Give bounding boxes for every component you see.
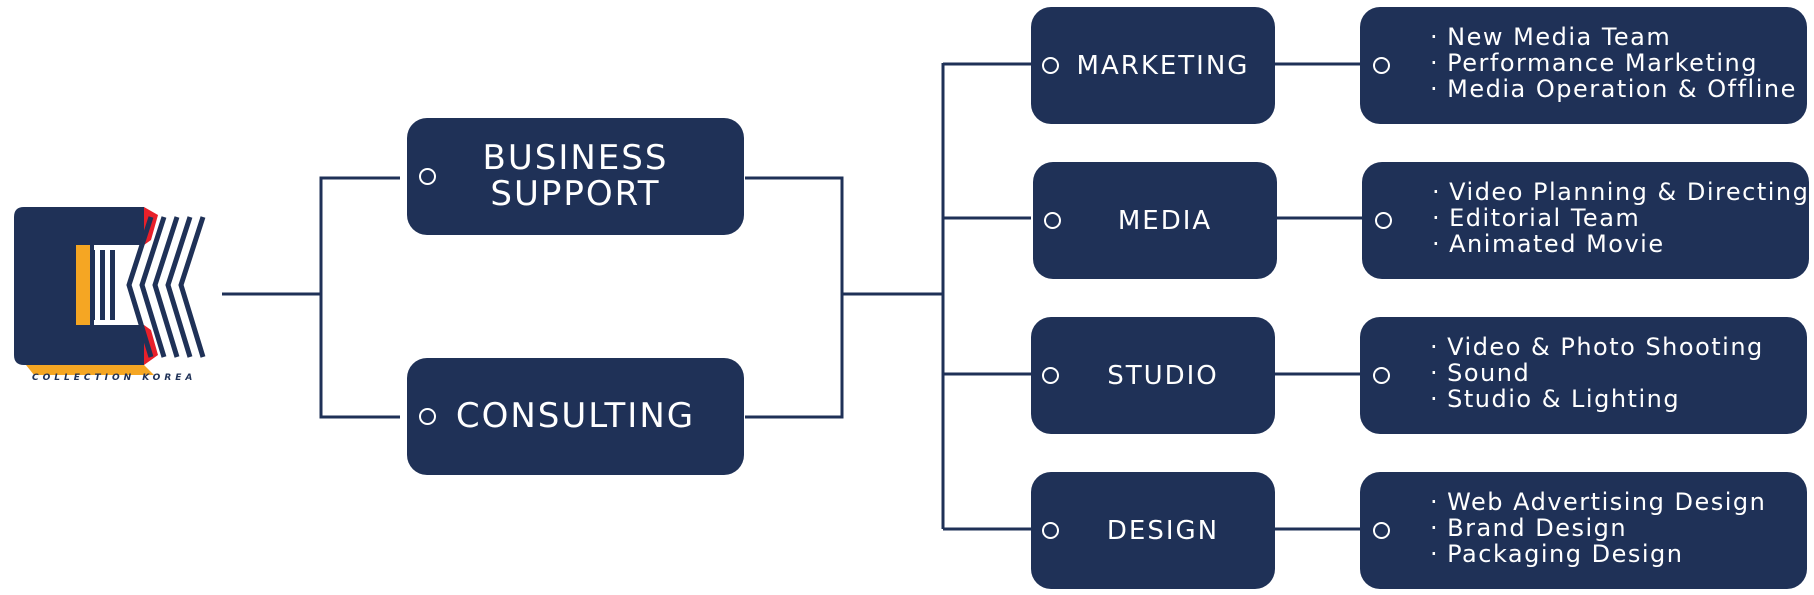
node-consulting: CONSULTING (407, 358, 744, 475)
circle-icon (1373, 522, 1390, 539)
list-item: Media Operation & Offline (1430, 76, 1797, 102)
detail-media: Video Planning & Directing Editorial Tea… (1362, 162, 1809, 279)
list-item: Video & Photo Shooting (1430, 334, 1764, 360)
circle-icon (419, 168, 436, 185)
detail-marketing: New Media Team Performance Marketing Med… (1360, 7, 1807, 124)
node-business-support: BUSINESS SUPPORT (407, 118, 744, 235)
circle-icon (419, 408, 436, 425)
consulting-label: CONSULTING (455, 396, 696, 436)
node-studio: STUDIO (1031, 317, 1275, 434)
circle-icon (1044, 212, 1061, 229)
design-label: DESIGN (1106, 516, 1220, 546)
list-item: Sound (1430, 360, 1764, 386)
circle-icon (1042, 57, 1059, 74)
list-item: Brand Design (1430, 515, 1766, 541)
left-bracket (319, 176, 400, 419)
detail-studio: Video & Photo Shooting Sound Studio & Li… (1360, 317, 1807, 434)
list-item: Performance Marketing (1430, 50, 1797, 76)
list-item: Editorial Team (1432, 205, 1809, 231)
business-support-line2: SUPPORT (490, 174, 661, 214)
studio-items: Video & Photo Shooting Sound Studio & Li… (1430, 334, 1764, 412)
node-media: MEDIA (1033, 162, 1277, 279)
circle-icon (1373, 57, 1390, 74)
detail-design: Web Advertising Design Brand Design Pack… (1360, 472, 1807, 589)
logo-mark (14, 207, 206, 375)
list-item: New Media Team (1430, 24, 1797, 50)
studio-label: STUDIO (1107, 361, 1219, 391)
marketing-label: MARKETING (1076, 51, 1250, 81)
right-bracket (745, 176, 844, 419)
list-item: Video Planning & Directing (1432, 179, 1809, 205)
node-marketing: MARKETING (1031, 7, 1275, 124)
collection-korea-logo: COLLECTION KOREA (14, 205, 219, 383)
business-support-line1: BUSINESS (482, 138, 669, 178)
circle-icon (1042, 367, 1059, 384)
circle-icon (1373, 367, 1390, 384)
logo-tagline: COLLECTION KOREA (32, 373, 197, 383)
design-items: Web Advertising Design Brand Design Pack… (1430, 489, 1766, 567)
list-item: Packaging Design (1430, 541, 1766, 567)
marketing-items: New Media Team Performance Marketing Med… (1430, 24, 1797, 102)
circle-icon (1042, 522, 1059, 539)
media-label: MEDIA (1117, 206, 1213, 236)
list-item: Web Advertising Design (1430, 489, 1766, 515)
list-item: Studio & Lighting (1430, 386, 1764, 412)
list-item: Animated Movie (1432, 231, 1809, 257)
media-items: Video Planning & Directing Editorial Tea… (1432, 179, 1809, 257)
circle-icon (1375, 212, 1392, 229)
node-design: DESIGN (1031, 472, 1275, 589)
